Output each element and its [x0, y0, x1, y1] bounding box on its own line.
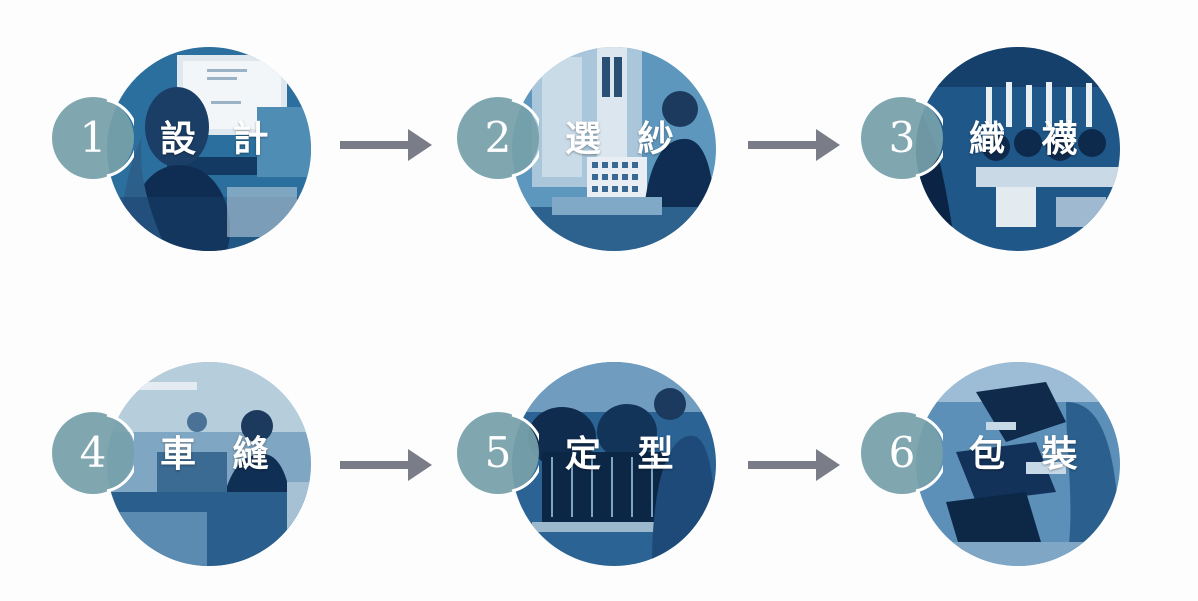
step-5-shaping: 5 定 型: [457, 362, 717, 568]
step-number-badge: 2: [457, 97, 539, 179]
flow-arrow: [748, 125, 840, 165]
step-label: 織 襪: [969, 119, 1090, 160]
step-number-badge: 5: [457, 412, 539, 494]
sewing-photo: [107, 362, 311, 566]
step-3-knitting: 3 織 襪: [861, 47, 1121, 253]
step-label: 包 裝: [969, 434, 1090, 475]
step-label: 定 型: [565, 434, 686, 475]
step-label: 車 縫: [160, 434, 281, 475]
step-2-yarn-selection: 2 選 紗: [457, 47, 717, 253]
step-number-badge: 1: [52, 97, 134, 179]
flow-arrow: [340, 445, 432, 485]
step-number-badge: 3: [861, 97, 943, 179]
step-4-sewing: 4 車 縫: [52, 362, 312, 568]
step-label: 設 計: [160, 119, 281, 160]
step-label: 選 紗: [565, 119, 686, 160]
step-1-design: 1 設 計: [52, 47, 312, 253]
step-6-packaging: 6 包 裝: [861, 362, 1121, 568]
flow-arrow: [748, 445, 840, 485]
step-number-badge: 4: [52, 412, 134, 494]
step-number-badge: 6: [861, 412, 943, 494]
shaping-photo: [512, 362, 716, 566]
flow-arrow: [340, 125, 432, 165]
